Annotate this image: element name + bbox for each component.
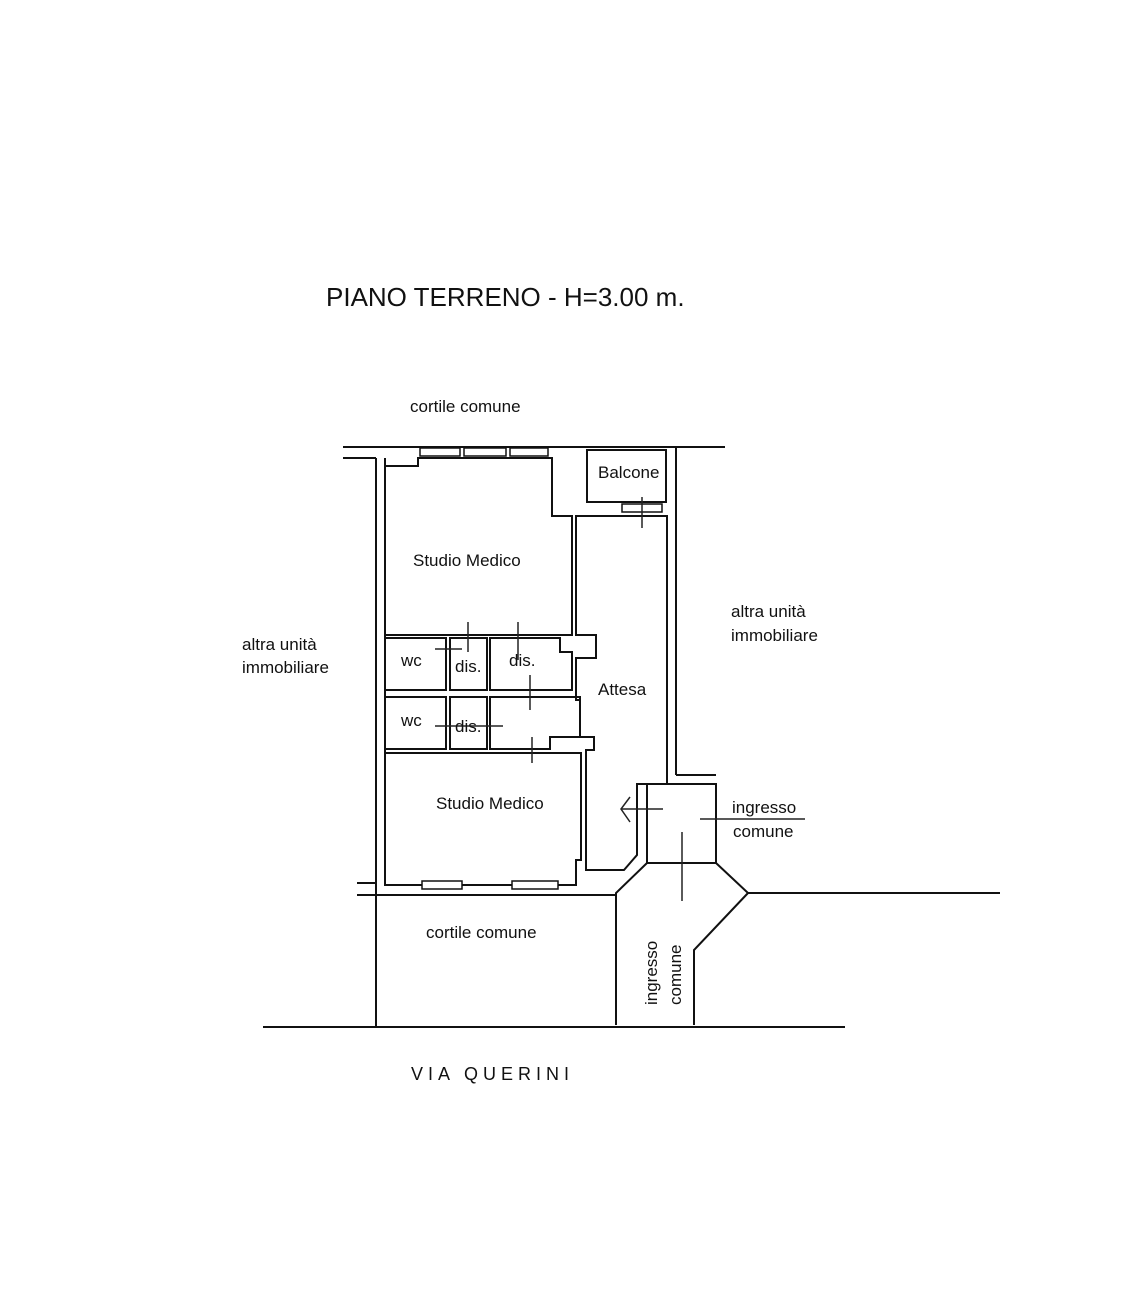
window [509, 447, 549, 457]
label-altra-unita-left: altra unità [242, 635, 317, 654]
label-dis-3: dis. [455, 717, 481, 736]
label-ingresso-vertical: ingresso [642, 941, 661, 1005]
window [511, 880, 559, 890]
label-studio-medico-2: Studio Medico [436, 794, 544, 813]
room-attesa [575, 515, 668, 871]
label-cortile-comune-bottom: cortile comune [426, 923, 537, 942]
label-attesa: Attesa [598, 680, 647, 699]
label-studio-medico-1: Studio Medico [413, 551, 521, 570]
label-balcone: Balcone [598, 463, 659, 482]
room-hallway [489, 696, 581, 750]
room-studio-medico-1 [384, 457, 573, 636]
label-wc-1: wc [400, 651, 422, 670]
room-dis-2 [489, 637, 573, 691]
window [421, 880, 463, 890]
room-wc-2 [384, 696, 447, 750]
room-dis-3 [449, 696, 488, 750]
label-dis-1: dis. [455, 657, 481, 676]
label-immobiliare-left: immobiliare [242, 658, 329, 677]
plan-title: PIANO TERRENO - H=3.00 m. [326, 282, 685, 312]
label-comune-vertical: comune [666, 945, 685, 1005]
label-altra-unita-right: altra unità [731, 602, 806, 621]
room-wc-1 [384, 637, 447, 691]
label-wc-2: wc [400, 711, 422, 730]
window [463, 447, 507, 457]
street-name: VIA QUERINI [411, 1064, 574, 1084]
label-dis-2: dis. [509, 651, 535, 670]
room-studio-medico-2 [384, 752, 582, 886]
label-comune: comune [733, 822, 793, 841]
label-cortile-comune-top: cortile comune [410, 397, 521, 416]
room-balcone [586, 449, 667, 503]
door-markers [435, 497, 805, 901]
window [419, 447, 461, 457]
label-immobiliare-right: immobiliare [731, 626, 818, 645]
common-entrance-passage [615, 862, 1000, 1025]
label-ingresso: ingresso [732, 798, 796, 817]
